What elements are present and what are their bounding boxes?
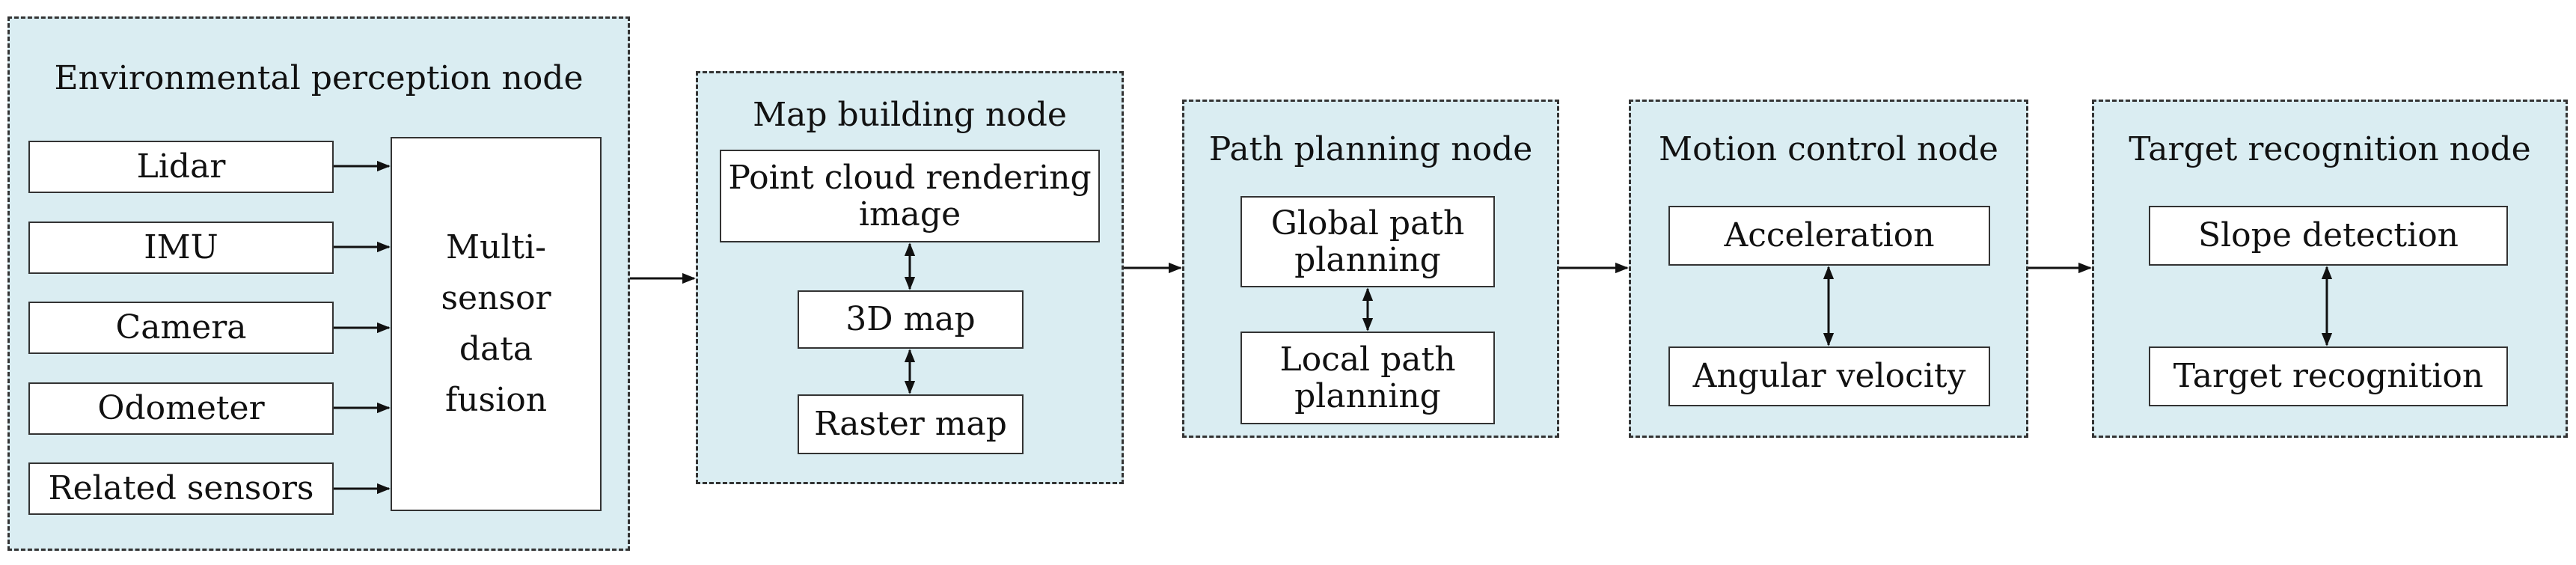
related-sensors-box: Related sensors [28,462,334,515]
slope-detection-label: Slope detection [2197,216,2459,255]
multi-sensor-fusion-label: Multi- sensor data fusion [441,227,551,420]
lidar-label: Lidar [136,147,226,186]
acceleration-box: Acceleration [1668,206,1990,266]
lidar-box: Lidar [28,141,334,193]
environmental-perception-title: Environmental perception node [54,59,584,97]
global-path-box: Global path planning [1240,196,1495,287]
motion-control-title: Motion control node [1659,130,1998,168]
imu-box: IMU [28,222,334,274]
camera-box: Camera [28,302,334,354]
global-path-label: Global path planning [1270,204,1465,279]
local-path-label: Local path planning [1279,340,1456,415]
slope-detection-box: Slope detection [2149,206,2508,266]
target-recognition-label: Target recognition [2173,357,2484,396]
path-planning-title: Path planning node [1208,130,1533,168]
point-cloud-box: Point cloud rendering image [720,150,1100,242]
target-recognition-title: Target recognition node [2129,130,2531,168]
3d-map-label: 3D map [845,300,976,339]
point-cloud-label: Point cloud rendering image [728,158,1092,233]
imu-label: IMU [144,228,218,267]
related-sensors-label: Related sensors [48,469,314,508]
raster-map-label: Raster map [814,405,1007,444]
raster-map-box: Raster map [798,394,1024,454]
camera-label: Camera [115,308,247,347]
map-building-title: Map building node [753,96,1067,134]
angular-velocity-box: Angular velocity [1668,346,1990,406]
3d-map-box: 3D map [798,290,1024,349]
odometer-label: Odometer [97,389,265,428]
odometer-box: Odometer [28,382,334,435]
acceleration-label: Acceleration [1724,216,1935,255]
local-path-box: Local path planning [1240,332,1495,424]
angular-velocity-label: Angular velocity [1692,357,1966,396]
multi-sensor-fusion-box: Multi- sensor data fusion [391,137,602,511]
target-recognition-box: Target recognition [2149,346,2508,406]
